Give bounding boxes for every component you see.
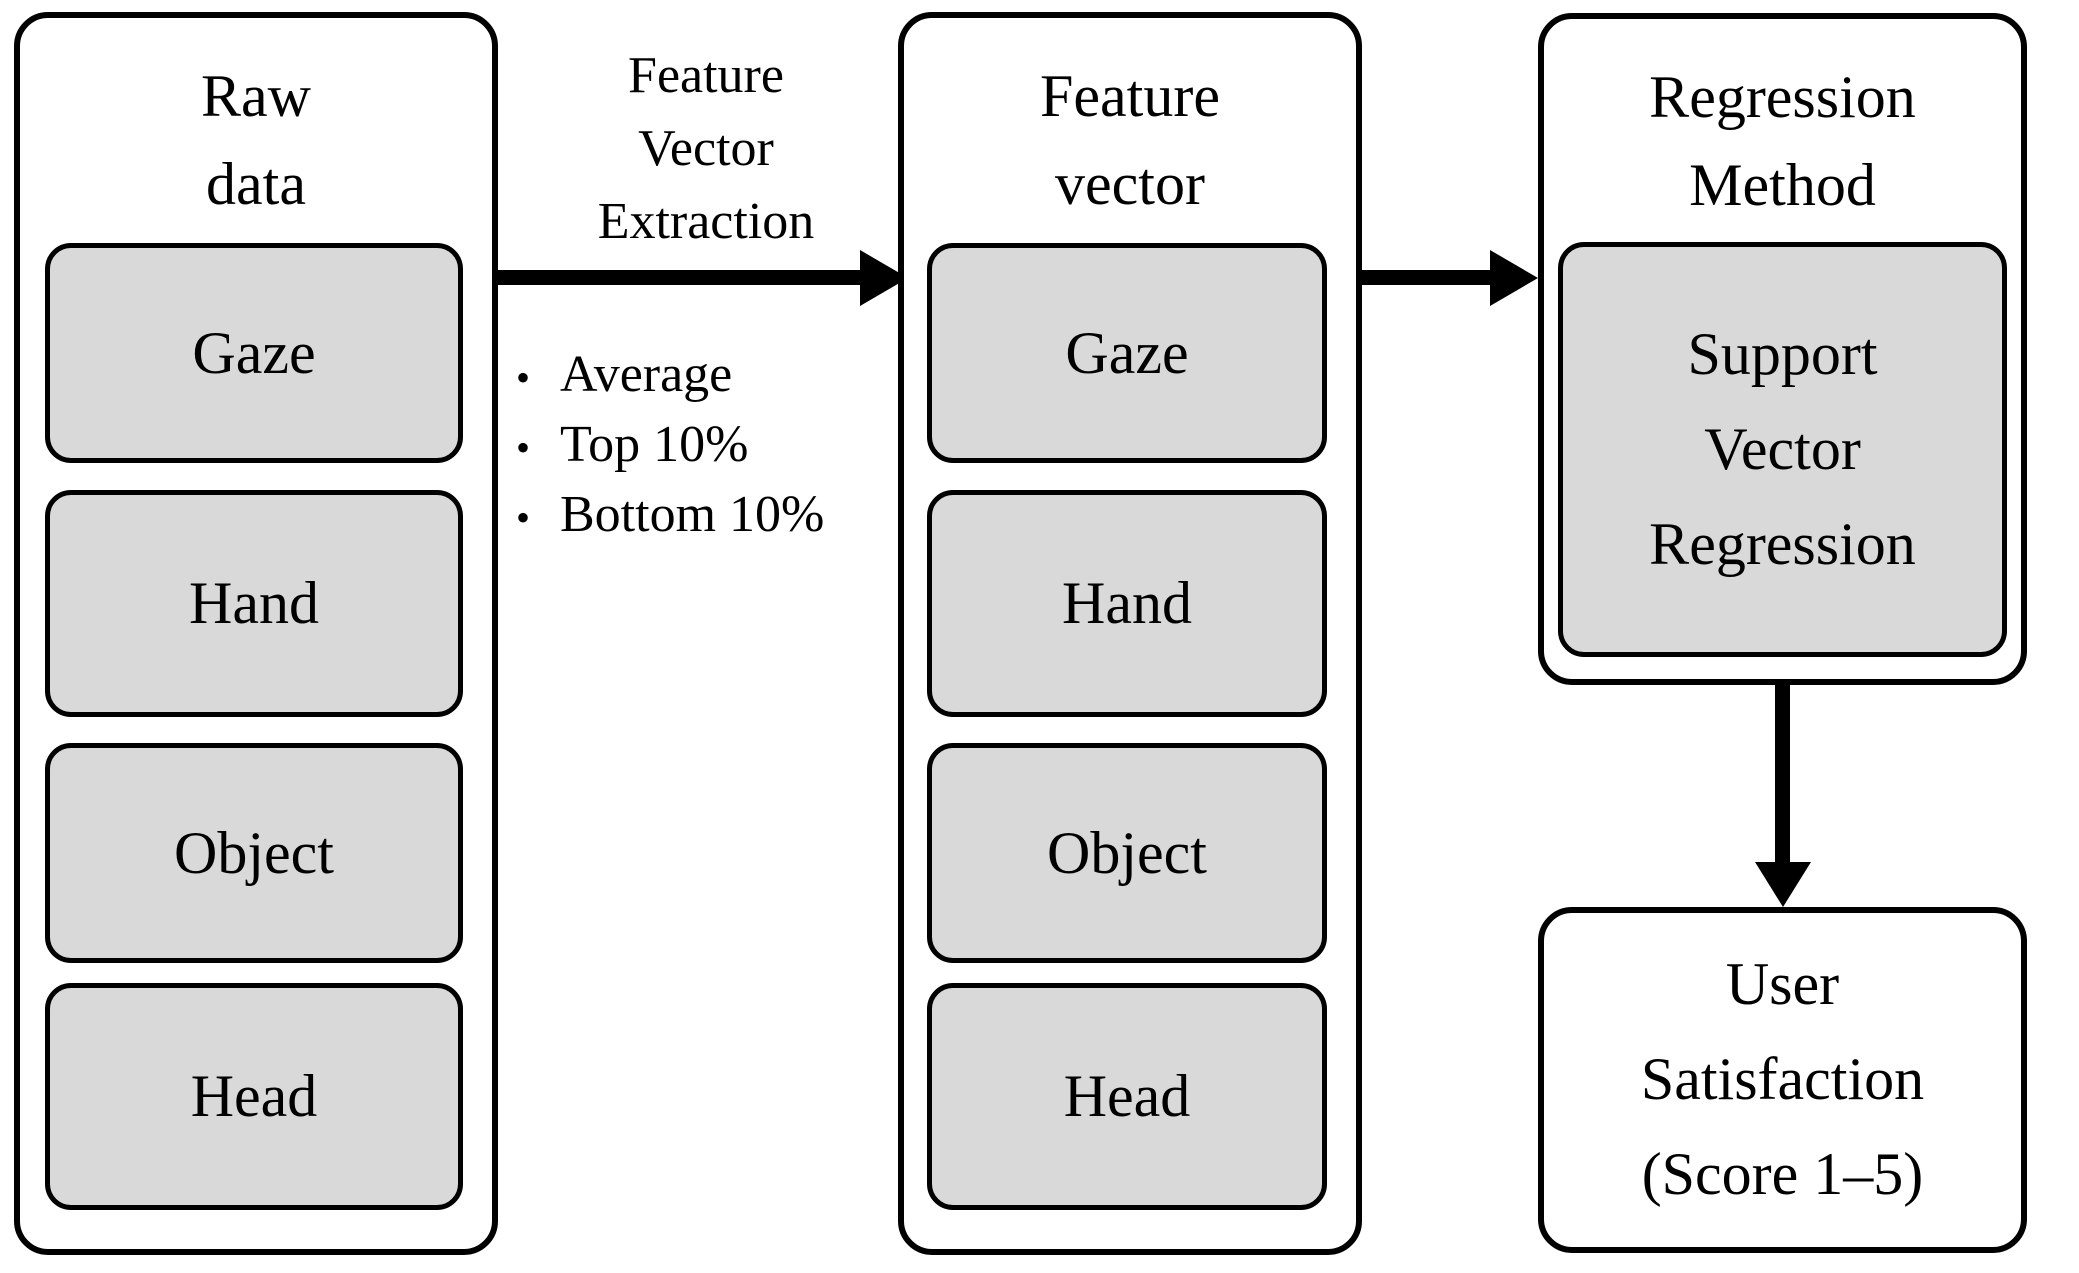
fv-hand-box: Hand xyxy=(927,490,1327,717)
regression-method-title-line2: Method xyxy=(1689,152,1876,218)
raw-hand-label: Hand xyxy=(189,570,319,636)
satisfaction-arrow-head-icon xyxy=(1755,862,1811,907)
bullet-average-label: Average xyxy=(560,346,733,403)
user-satisfaction-text: User Satisfaction (Score 1–5) xyxy=(1544,937,2021,1222)
fv-head-box: Head xyxy=(927,983,1327,1210)
svr-label-line1: Support xyxy=(1687,321,1878,387)
raw-gaze-box: Gaze xyxy=(45,243,463,463)
bullet-item-average: • Average xyxy=(516,341,916,411)
raw-object-box: Object xyxy=(45,743,463,963)
raw-data-title-line2: data xyxy=(206,151,306,217)
fv-object-label: Object xyxy=(1047,819,1207,886)
support-vector-regression-box: Support Vector Regression xyxy=(1558,242,2007,657)
fv-object-box: Object xyxy=(927,743,1327,963)
extraction-label-line2: Vector xyxy=(638,120,774,177)
raw-object-label: Object xyxy=(174,819,334,886)
fv-head-label: Head xyxy=(1063,1063,1191,1129)
raw-data-container: Raw data Gaze Hand Object Head xyxy=(14,12,498,1255)
extraction-label-line1: Feature xyxy=(628,47,784,104)
feature-vector-title: Feature vector xyxy=(904,52,1356,228)
fv-hand-label: Hand xyxy=(1062,570,1192,636)
raw-data-title: Raw data xyxy=(20,52,492,228)
regression-input-arrow-head-icon xyxy=(1490,250,1538,306)
user-satisfaction-line2: Satisfaction xyxy=(1640,1046,1925,1112)
regression-method-title: Regression Method xyxy=(1544,53,2021,229)
bullet-item-top10: • Top 10% xyxy=(516,411,916,481)
satisfaction-arrow-shaft xyxy=(1775,683,1790,864)
regression-input-arrow-shaft xyxy=(1360,270,1492,285)
feature-vector-title-line2: vector xyxy=(1055,151,1205,217)
raw-head-label: Head xyxy=(190,1063,318,1129)
extraction-arrow-shaft xyxy=(496,270,862,285)
user-satisfaction-line1: User xyxy=(1725,951,1840,1017)
bullet-dot-icon: • xyxy=(516,495,531,540)
svr-label-line2: Vector xyxy=(1704,416,1861,482)
raw-head-box: Head xyxy=(45,983,463,1210)
feature-vector-title-line1: Feature xyxy=(1040,63,1220,129)
regression-method-title-line1: Regression xyxy=(1649,64,1916,130)
bullet-dot-icon: • xyxy=(516,355,531,400)
user-satisfaction-box: User Satisfaction (Score 1–5) xyxy=(1538,907,2027,1253)
regression-method-container: Regression Method Support Vector Regress… xyxy=(1538,13,2027,685)
feature-vector-container: Feature vector Gaze Hand Object Head xyxy=(898,12,1362,1255)
fv-gaze-box: Gaze xyxy=(927,243,1327,463)
bullet-item-bottom10: • Bottom 10% xyxy=(516,481,916,551)
extraction-bullet-list: • Average • Top 10% • Bottom 10% xyxy=(516,341,916,551)
fv-gaze-label: Gaze xyxy=(1065,319,1189,386)
bullet-top10-label: Top 10% xyxy=(560,416,749,473)
raw-hand-box: Hand xyxy=(45,490,463,717)
bullet-bottom10-label: Bottom 10% xyxy=(560,486,825,543)
bullet-dot-icon: • xyxy=(516,425,531,470)
extraction-label-line3: Extraction xyxy=(597,193,815,250)
user-satisfaction-line3: (Score 1–5) xyxy=(1641,1141,1924,1207)
raw-gaze-label: Gaze xyxy=(192,319,316,386)
svr-label-line3: Regression xyxy=(1649,511,1916,577)
feature-vector-extraction-label: Feature Vector Extraction xyxy=(500,39,912,258)
raw-data-title-line1: Raw xyxy=(201,63,311,129)
